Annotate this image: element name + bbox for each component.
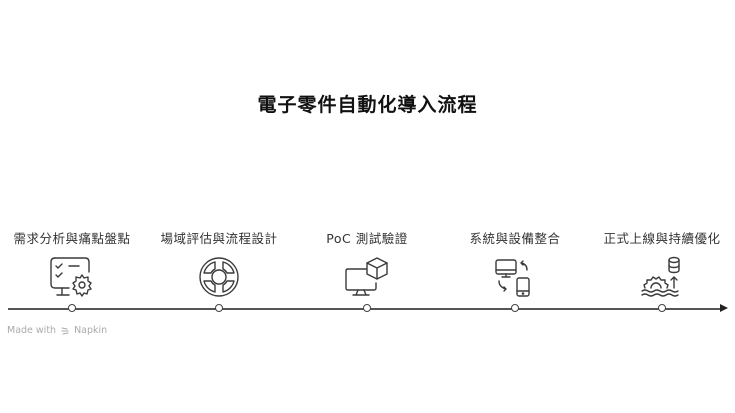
timeline-dot	[363, 304, 371, 312]
brand-text: Napkin	[74, 325, 108, 336]
timeline-step-site-assessment: 場域評估與流程設計	[144, 228, 294, 297]
timeline-dot	[658, 304, 666, 312]
made-with-text: Made with	[7, 325, 57, 336]
timeline-step-requirements: 需求分析與痛點盤點	[0, 228, 147, 297]
timeline-dot	[511, 304, 519, 312]
step-label: 需求分析與痛點盤點	[13, 231, 131, 246]
step-label: 系統與設備整合	[469, 231, 561, 246]
step-label: PoC 測試驗證	[326, 231, 408, 246]
step-label: 正式上線與持續優化	[603, 231, 721, 246]
timeline-step-poc: PoC 測試驗證	[292, 228, 442, 296]
checklist-gear-monitor-icon	[50, 257, 92, 297]
napkin-watermark[interactable]: Made with Napkin	[7, 325, 107, 336]
timeline-dot	[215, 304, 223, 312]
circular-layout-icon	[199, 257, 239, 297]
devices-sync-icon	[495, 259, 530, 297]
timeline-arrowhead	[720, 304, 728, 312]
napkin-logo-icon	[61, 326, 69, 335]
monitor-cube-icon	[345, 257, 388, 296]
gear-database-upload-icon	[641, 256, 680, 297]
timeline-dot	[68, 304, 76, 312]
step-label: 場域評估與流程設計	[160, 231, 278, 246]
timeline-step-integration: 系統與設備整合	[440, 228, 590, 297]
page-title: 電子零件自動化導入流程	[257, 94, 478, 116]
timeline-step-go-live: 正式上線與持續優化	[587, 228, 735, 297]
